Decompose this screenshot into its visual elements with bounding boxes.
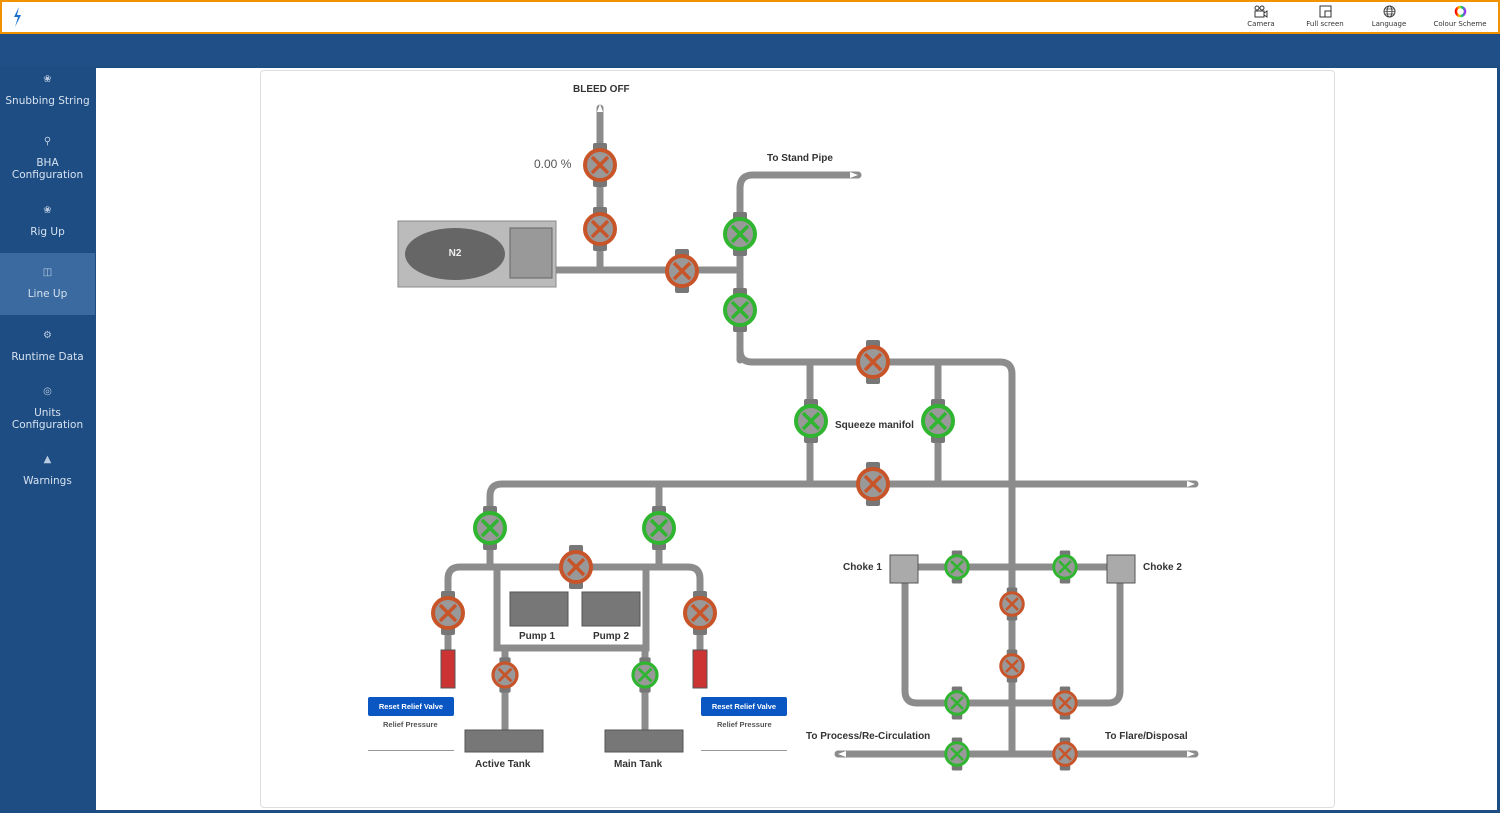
colour-wheel-icon	[1454, 5, 1466, 18]
camera-icon	[1254, 5, 1268, 18]
valve-open[interactable]	[789, 399, 833, 443]
pipe	[486, 480, 1199, 571]
pump-1	[509, 591, 569, 627]
sidebar-item-label: Units Configuration	[11, 406, 84, 432]
divider	[701, 750, 787, 751]
valve-closed[interactable]	[996, 587, 1029, 621]
choke-1	[889, 554, 919, 584]
valve-closed[interactable]	[660, 249, 704, 293]
fullscreen-icon	[1319, 5, 1331, 18]
bleed-percent: 0.00 %	[534, 157, 572, 171]
valve-closed[interactable]	[851, 462, 895, 506]
snubbing-icon: ❀	[43, 74, 52, 85]
reset-relief-valve-button-left[interactable]: Reset Relief Valve	[368, 697, 454, 716]
to-process-label: To Process/Re-Circulation	[806, 731, 931, 742]
valve-closed[interactable]	[578, 143, 622, 187]
choke-2	[1106, 554, 1136, 584]
sidebar-item-label: Warnings	[23, 474, 72, 487]
valve-open[interactable]	[468, 506, 512, 550]
pump-2-label: Pump 2	[593, 631, 630, 642]
valve-closed[interactable]	[678, 591, 722, 635]
valve-closed[interactable]	[554, 545, 598, 589]
language-button[interactable]: Language	[1354, 5, 1424, 28]
choke-2-label: Choke 2	[1143, 562, 1182, 573]
relief-valve	[440, 649, 456, 689]
fullscreen-button[interactable]: Full screen	[1290, 5, 1360, 28]
stand-pipe-label: To Stand Pipe	[767, 153, 833, 164]
valve-open[interactable]	[1049, 550, 1082, 584]
sidebar-item-label: Rig Up	[30, 225, 65, 238]
bha-icon: ⚲	[43, 136, 52, 147]
valve-closed[interactable]	[1049, 737, 1082, 771]
warning-light-icon: ▲	[43, 454, 52, 465]
colour-scheme-button[interactable]: Colour Scheme	[1425, 5, 1495, 28]
valve-closed[interactable]	[851, 340, 895, 384]
main-tank	[604, 729, 684, 753]
reset-relief-valve-button-right[interactable]: Reset Relief Valve	[701, 697, 787, 716]
active-tank	[464, 729, 544, 753]
sidebar-item-line-up[interactable]: ◫ Line Up	[0, 253, 95, 315]
top-toolbar: Camera Full screen Language Colour Schem…	[0, 0, 1500, 34]
sidebar-item-runtime-data[interactable]: ⚙ Runtime Data	[0, 330, 95, 378]
rig-up-icon: ❀	[43, 205, 52, 216]
squeeze-manifold-label: Squeeze manifol	[835, 420, 914, 431]
line-up-diagram-card	[260, 70, 1335, 808]
main-tank-label: Main Tank	[614, 759, 663, 770]
choke-1-label: Choke 1	[843, 562, 882, 573]
sidebar-item-label: Runtime Data	[11, 350, 84, 363]
n2-label: N2	[449, 248, 462, 259]
valve-closed[interactable]	[487, 657, 522, 693]
units-icon: ◎	[43, 386, 52, 397]
sidebar-item-snubbing-string[interactable]: ❀ Snubbing String	[0, 74, 95, 134]
pipe	[736, 346, 1016, 758]
runtime-data-icon: ⚙	[43, 330, 52, 341]
arrow-icon	[850, 172, 858, 178]
valve-open[interactable]	[637, 506, 681, 550]
camera-label: Camera	[1247, 20, 1275, 28]
sidebar-item-rig-up[interactable]: ❀ Rig Up	[0, 205, 95, 253]
valve-closed[interactable]	[426, 591, 470, 635]
relief-valve	[692, 649, 708, 689]
camera-button[interactable]: Camera	[1226, 5, 1296, 28]
arrow-icon	[1187, 481, 1195, 487]
valve-open[interactable]	[941, 737, 974, 771]
app-logo-icon	[14, 7, 21, 27]
fullscreen-label: Full screen	[1306, 20, 1344, 28]
valve-open[interactable]	[916, 399, 960, 443]
flow-arrows	[597, 104, 1195, 757]
valve-open[interactable]	[627, 657, 662, 693]
colour-scheme-label: Colour Scheme	[1433, 20, 1487, 28]
valve-open[interactable]	[941, 686, 974, 720]
valve-open[interactable]	[941, 550, 974, 584]
sidebar-item-warnings[interactable]: ▲ Warnings	[0, 454, 95, 502]
pumps	[440, 554, 1136, 753]
valve-closed[interactable]	[996, 649, 1029, 683]
relief-pressure-label: Relief Pressure	[383, 720, 438, 729]
valves	[426, 143, 1082, 771]
pipe	[834, 563, 1199, 758]
bleed-off-label: BLEED OFF	[573, 84, 630, 95]
pump-1-label: Pump 1	[519, 631, 556, 642]
valve-closed[interactable]	[1049, 686, 1082, 720]
sidebar: ❀ Snubbing String ⚲ BHA Configuration ❀ Rig…	[0, 66, 95, 813]
to-flare-label: To Flare/Disposal	[1105, 731, 1188, 742]
language-label: Language	[1371, 20, 1407, 28]
divider	[368, 750, 454, 751]
active-tank-label: Active Tank	[475, 759, 531, 770]
sidebar-item-label: Line Up	[27, 287, 68, 300]
sidebar-item-label: Snubbing String	[5, 94, 90, 107]
valve-open[interactable]	[718, 212, 762, 256]
globe-icon	[1383, 5, 1395, 18]
valve-closed[interactable]	[578, 207, 622, 251]
n2-tank: N2	[397, 220, 557, 288]
sidebar-item-units-configuration[interactable]: ◎ Units Configuration	[0, 386, 95, 446]
sidebar-item-bha-configuration[interactable]: ⚲ BHA Configuration	[0, 136, 95, 196]
arrow-icon	[597, 104, 603, 112]
valve-open[interactable]	[718, 288, 762, 332]
relief-pressure-label: Relief Pressure	[717, 720, 772, 729]
line-up-icon: ◫	[42, 267, 53, 278]
pump-2	[581, 591, 641, 627]
sidebar-item-label: BHA Configuration	[11, 156, 84, 182]
header-band	[0, 34, 1500, 66]
